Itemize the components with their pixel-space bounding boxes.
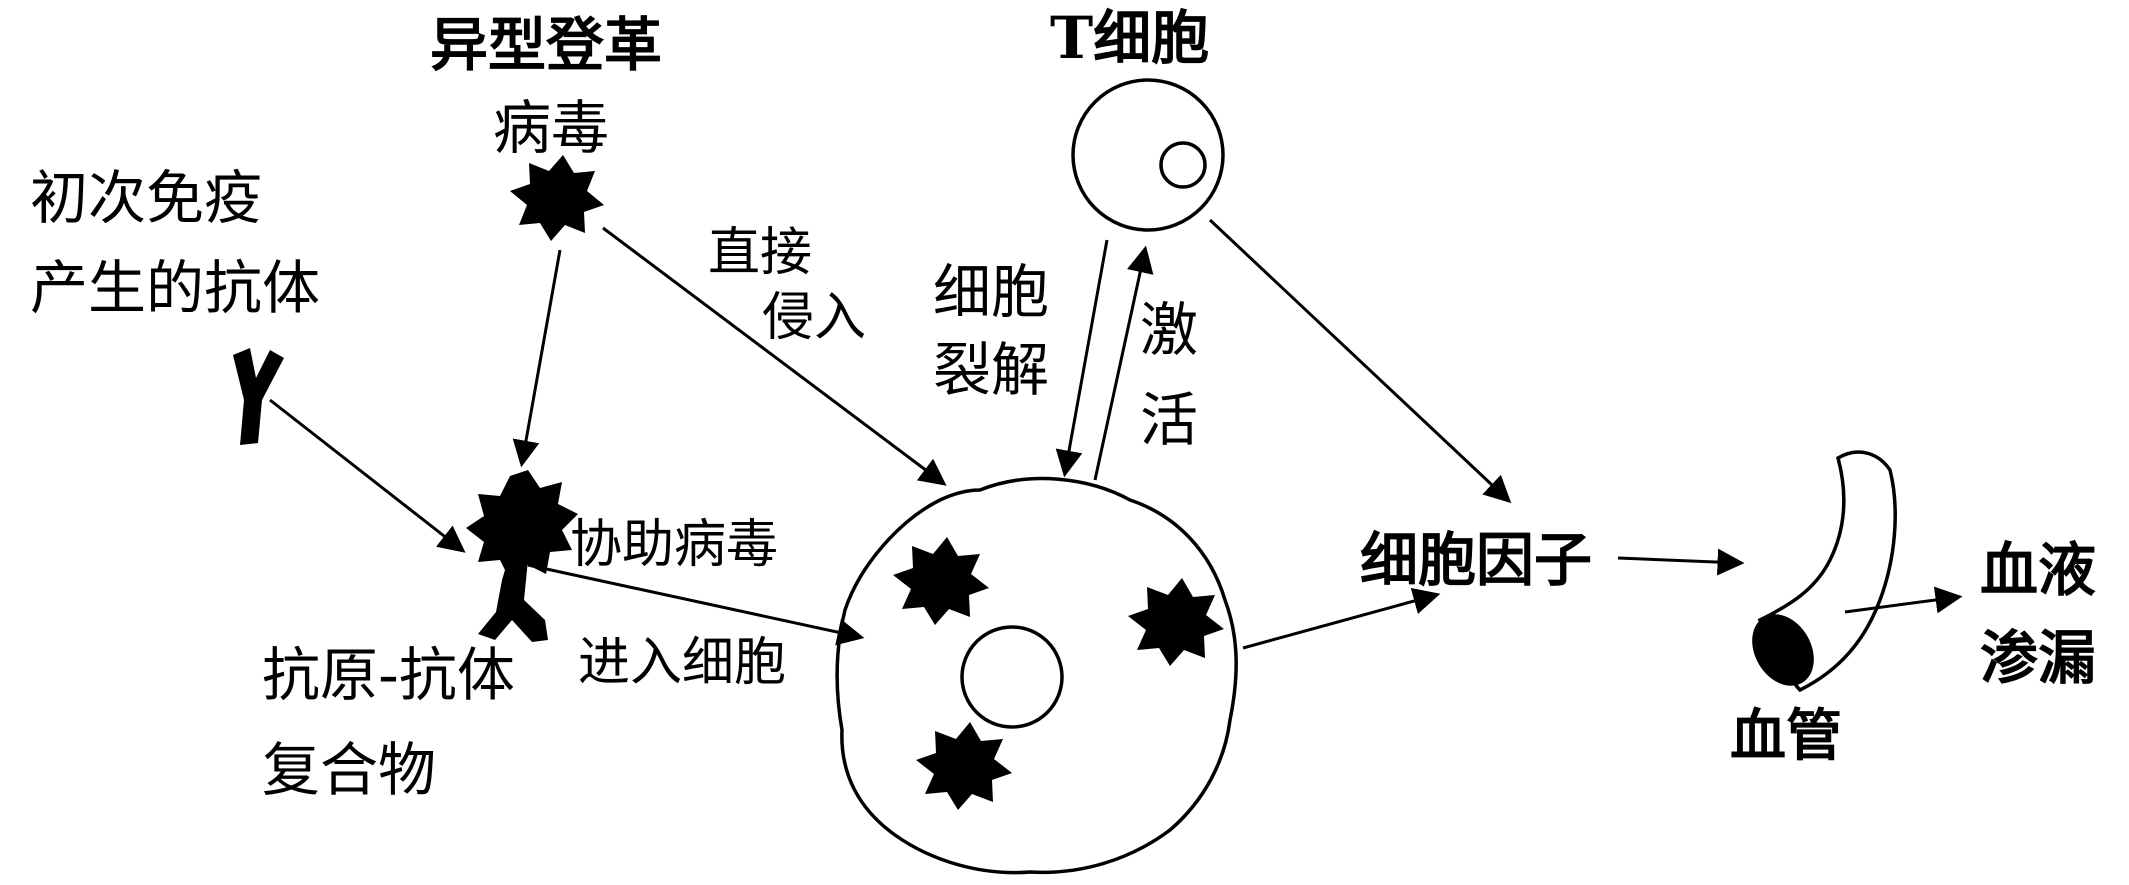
- cell-nucleus: [960, 625, 1064, 729]
- label-cytokine: 细胞因子: [1360, 526, 1592, 594]
- label-dengue-virus-line2: 病毒: [493, 94, 609, 162]
- arrow-direct-entry: [602, 226, 947, 486]
- label-activation-line2: 活: [1140, 386, 1198, 454]
- arrow-assist-entry: [527, 563, 865, 646]
- arrow-vessel-to-leakage: [1844, 586, 1963, 614]
- label-cell-lysis-line2: 裂解: [933, 336, 1049, 404]
- arrow-cell-to-cytokine: [1242, 587, 1441, 650]
- arrow-tcell-to-cytokine: [1208, 218, 1512, 504]
- label-complex-line2: 复合物: [262, 736, 436, 804]
- label-primary-antibody-line1: 初次免疫: [30, 164, 262, 232]
- label-primary-antibody-line2: 产生的抗体: [30, 254, 320, 322]
- t-cell: [1071, 78, 1225, 232]
- virus-particle-icon: [916, 722, 1012, 810]
- blood-vessel-icon: [1752, 450, 1897, 693]
- label-t-cell: T细胞: [1050, 4, 1209, 72]
- antigen-antibody-complex-icon: [466, 470, 578, 642]
- t-cell-nucleus: [1159, 141, 1207, 189]
- arrow-activation: [1093, 245, 1154, 481]
- label-vessel: 血管: [1730, 704, 1842, 769]
- virus-particle-icon: [893, 537, 989, 625]
- label-direct-entry-line1: 直接: [708, 223, 812, 283]
- arrow-cell-lysis: [1055, 239, 1109, 478]
- label-complex-line1: 抗原-抗体: [262, 641, 515, 709]
- label-cell-lysis-line1: 细胞: [933, 258, 1049, 326]
- vessel-opening: [1752, 614, 1814, 686]
- arrow-virus-to-complex: [512, 249, 562, 468]
- antibody-icon: [233, 348, 284, 445]
- arrow-antibody-to-complex: [269, 398, 466, 553]
- arrow-cytokine-to-vessel: [1617, 548, 1745, 576]
- label-dengue-virus-line1: 异型登革: [430, 11, 662, 79]
- label-direct-entry-line2: 侵入: [762, 288, 866, 348]
- virus-particle-icon: [1128, 578, 1224, 666]
- label-activation-line1: 激: [1140, 296, 1198, 364]
- label-leakage-line1: 血液: [1980, 536, 2096, 604]
- label-assist-entry-line2: 进入细胞: [578, 633, 786, 693]
- label-leakage-line2: 渗漏: [1980, 624, 2096, 692]
- label-assist-entry-line1: 协助病毒: [570, 515, 778, 575]
- dengue-virus-icon: [510, 155, 604, 241]
